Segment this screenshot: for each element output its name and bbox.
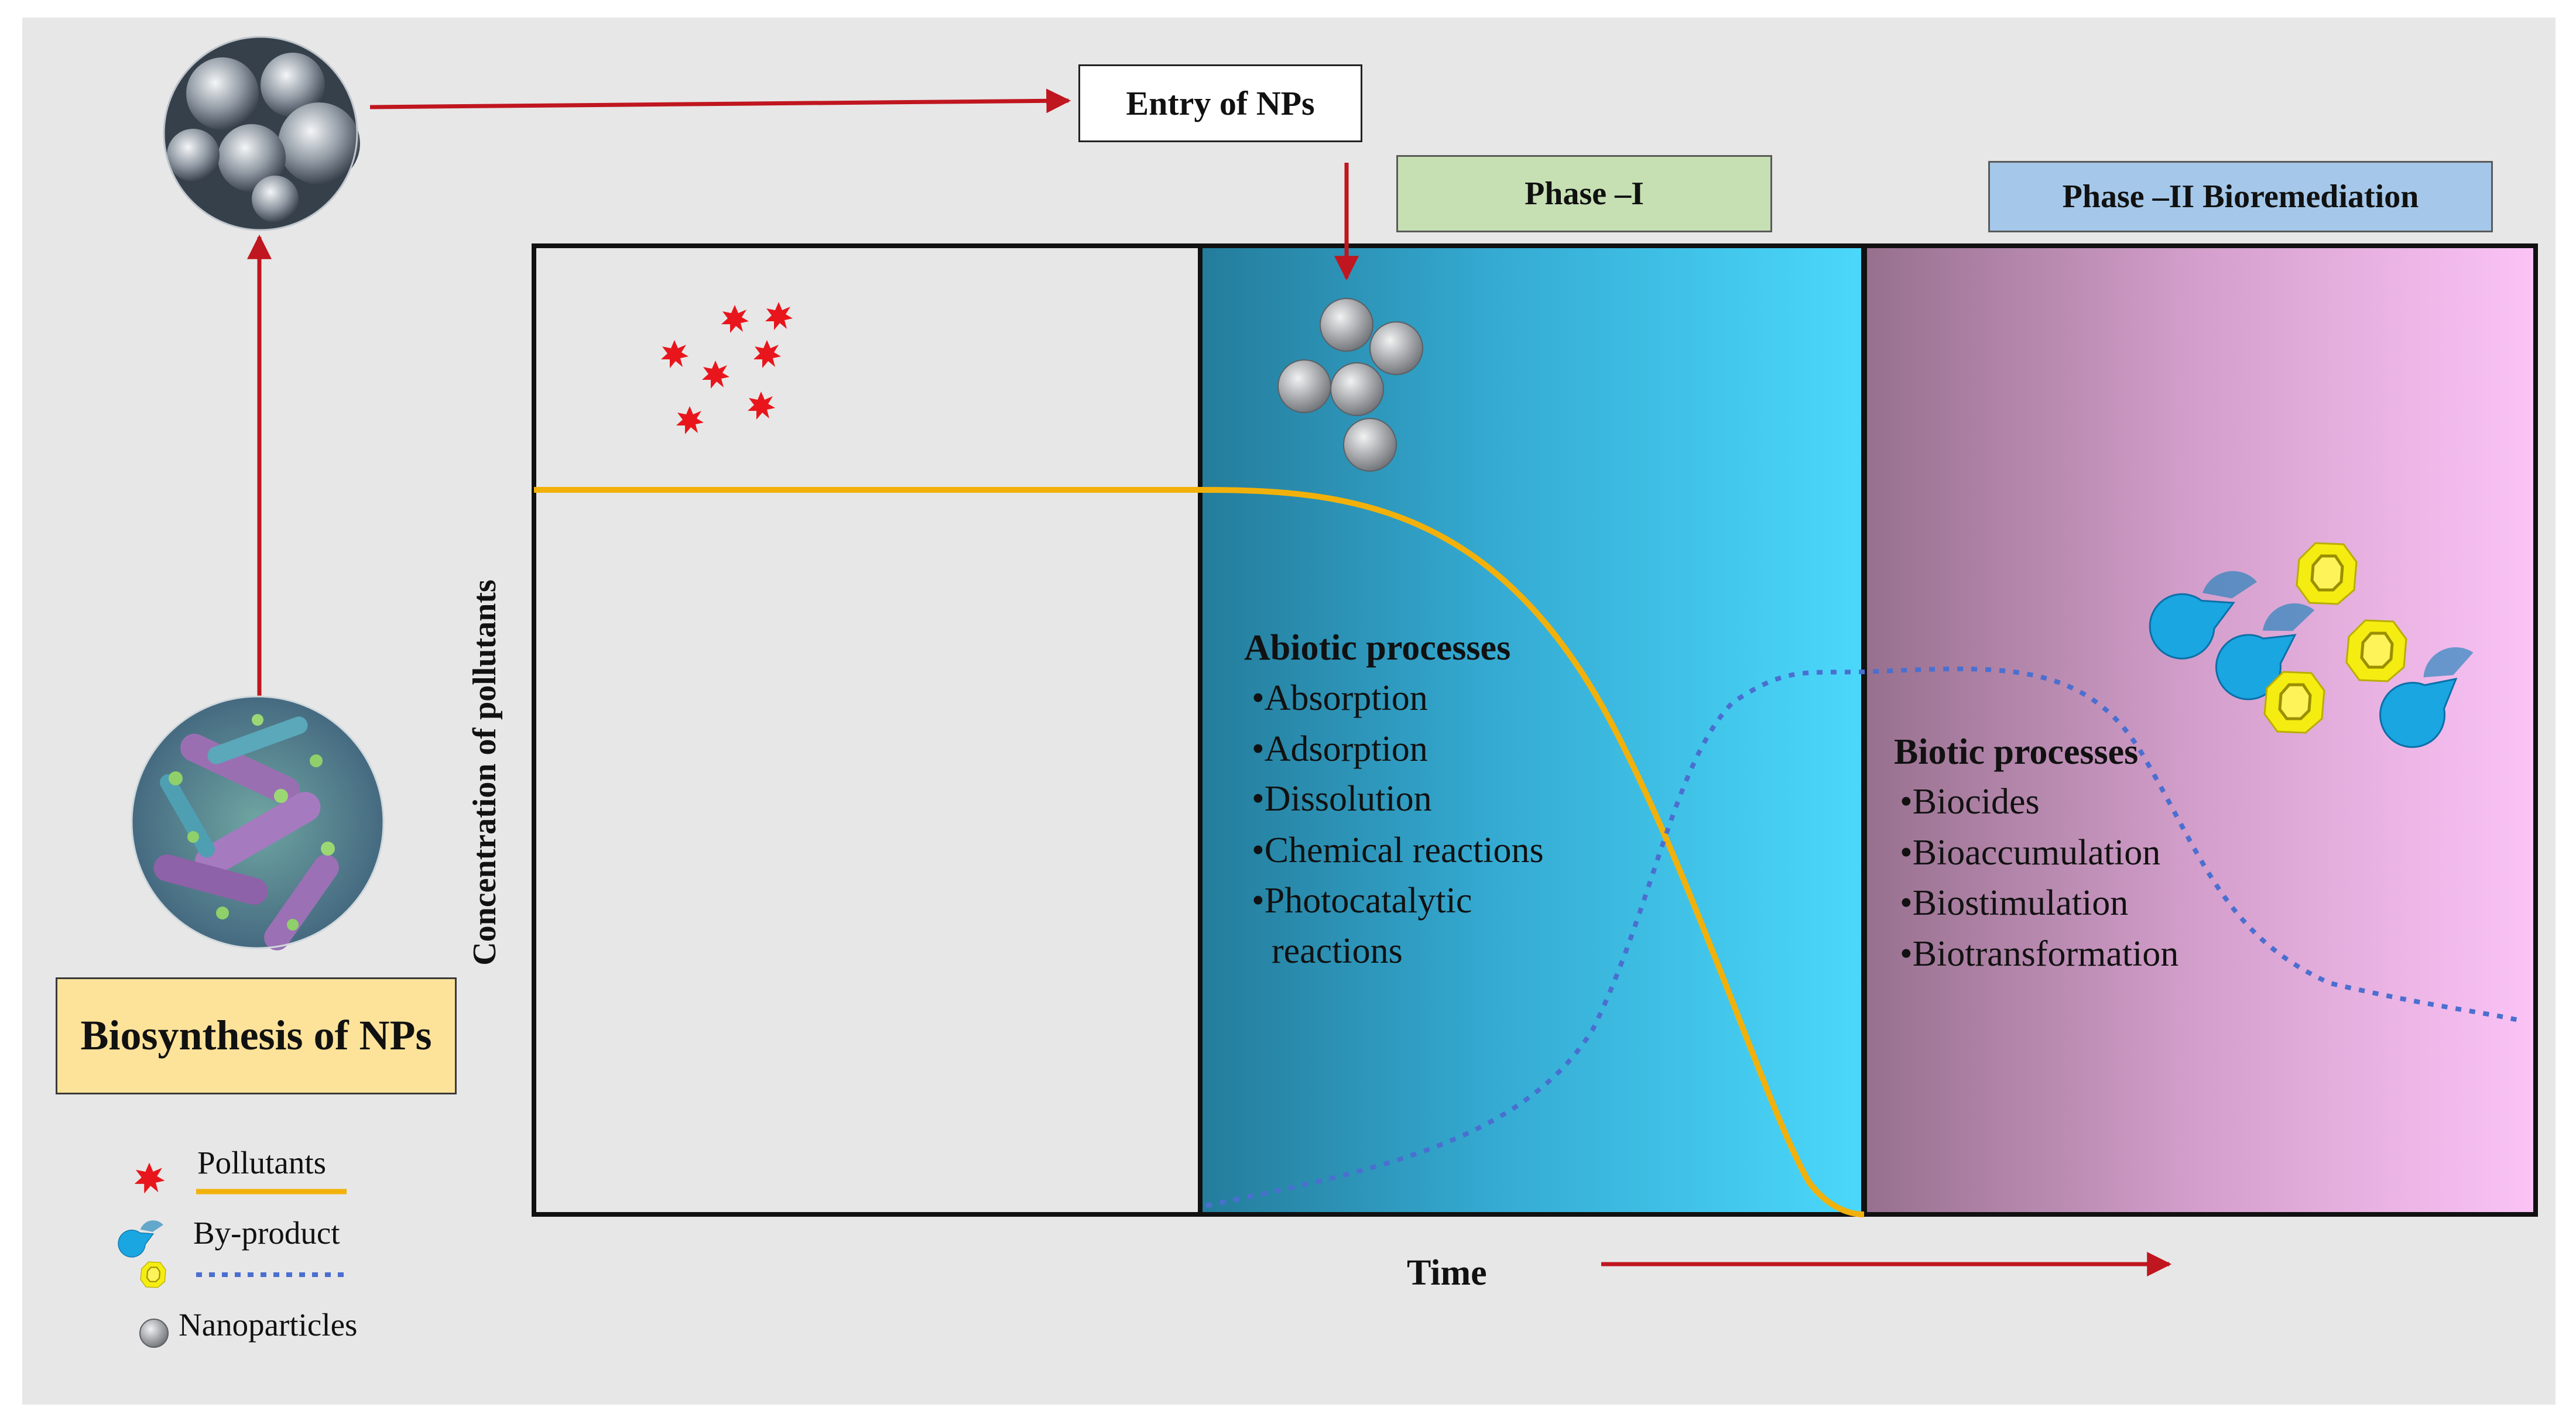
bacteria-image (131, 695, 385, 950)
legend-pollutants-label: Pollutants (197, 1145, 327, 1180)
biotic-heading: Biotic processes (1894, 732, 2139, 772)
legend-graphics (113, 1162, 347, 1348)
nanoparticle-micrograph-image (163, 36, 360, 231)
abiotic-item: •Chemical reactions (1252, 830, 1544, 870)
y-axis-label: Concentration of pollutants (467, 579, 503, 966)
biosynthesis-box: Biosynthesis of NPs (56, 977, 457, 1094)
phase1-label-box: Phase –I (1396, 155, 1772, 232)
entry-of-nps-label: Entry of NPs (1126, 84, 1315, 122)
phase1-label: Phase –I (1525, 176, 1644, 212)
plot-frame (532, 243, 2538, 1217)
abiotic-item: •Adsorption (1252, 729, 1428, 769)
x-axis-label: Time (1407, 1253, 1487, 1293)
legend-nanoparticles-label: Nanoparticles (179, 1307, 358, 1343)
abiotic-item: •Dissolution (1252, 779, 1432, 819)
abiotic-item: reactions (1272, 931, 1403, 971)
abiotic-item: •Absorption (1252, 678, 1428, 718)
phase2-label: Phase –II Bioremediation (2062, 179, 2419, 215)
entry-of-nps-box: Entry of NPs (1078, 64, 1362, 142)
byproduct-curve (1205, 666, 2524, 1208)
pollutant-curve (534, 487, 1865, 1217)
abiotic-heading: Abiotic processes (1244, 628, 1511, 668)
pre-phase-region (534, 246, 1200, 1214)
abiotic-item: •Photocatalytic (1252, 881, 1472, 921)
biotic-item: •Bioaccumulation (1900, 833, 2161, 873)
phase2-label-box: Phase –II Bioremediation (1988, 161, 2493, 232)
biotic-item: •Biostimulation (1900, 883, 2129, 923)
legend-byproduct-label: By-product (193, 1215, 340, 1251)
biotic-item: •Biocides (1900, 782, 2040, 822)
arrow-to-entry (369, 88, 1071, 114)
biotic-item: •Biotransformation (1900, 934, 2179, 974)
biosynthesis-label: Biosynthesis of NPs (80, 1012, 432, 1059)
legend-nanoparticle-icon (139, 1319, 169, 1348)
